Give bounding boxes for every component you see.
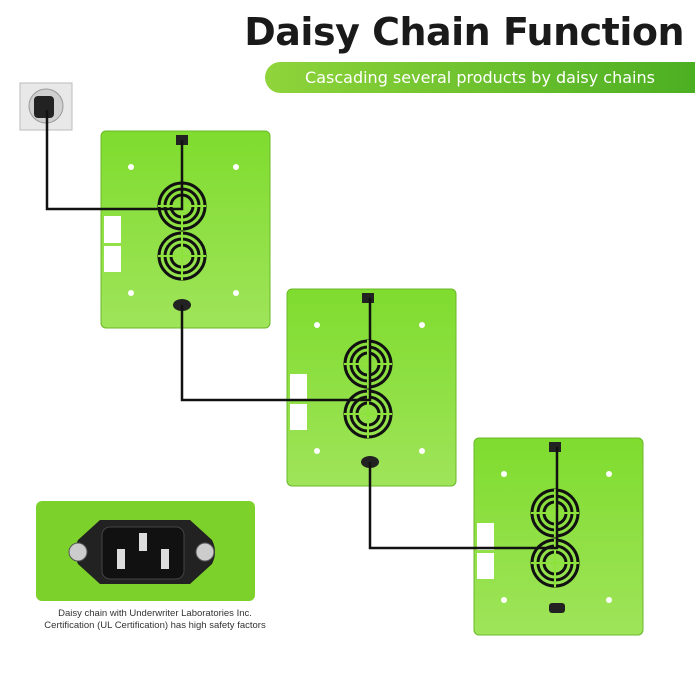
- page-title: Daisy Chain Function: [244, 10, 684, 54]
- caption-line-2: Certification (UL Certification) has hig…: [44, 620, 266, 631]
- subtitle-banner: Cascading several products by daisy chai…: [265, 62, 695, 93]
- light-panel-1: [101, 131, 270, 328]
- wall-socket: [19, 82, 73, 131]
- inset-caption: Daisy chain with Underwriter Laboratorie…: [10, 608, 300, 632]
- subtitle: Cascading several products by daisy chai…: [305, 68, 655, 87]
- power-inlet-inset: [36, 501, 255, 601]
- daisy-chain-cables: [45, 110, 559, 550]
- caption-line-1: Daisy chain with Underwriter Laboratorie…: [58, 608, 252, 619]
